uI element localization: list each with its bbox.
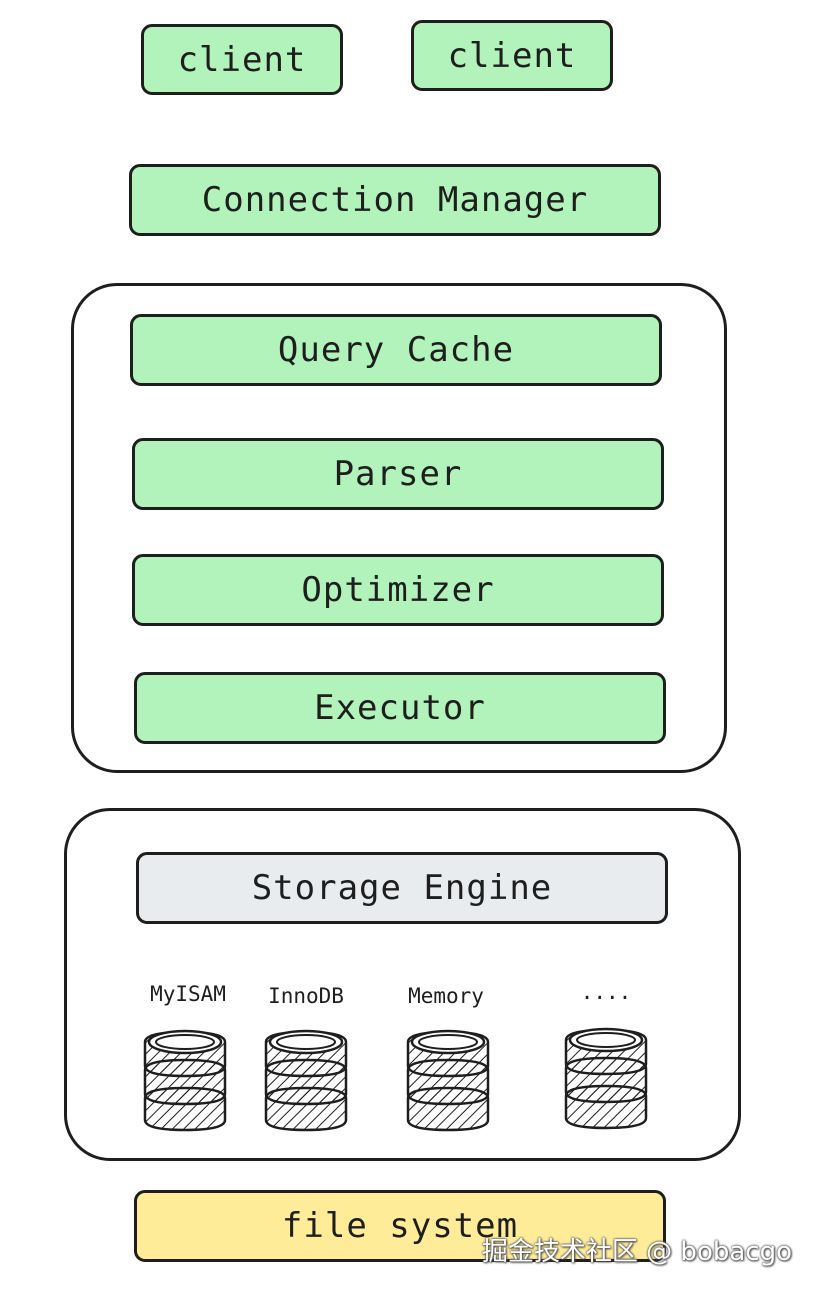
client-box-1: client (141, 24, 343, 95)
file-system-box: file system (134, 1190, 666, 1262)
engine-label-innodb: InnoDB (268, 984, 344, 1008)
optimizer-box: Optimizer (132, 554, 664, 626)
connection-manager-box: Connection Manager (129, 164, 661, 236)
parser-label: Parser (333, 454, 463, 494)
executor-box: Executor (134, 672, 666, 744)
connection-manager-label: Connection Manager (201, 180, 589, 220)
file-system-label: file system (281, 1206, 519, 1246)
memory-database-icon (406, 1029, 490, 1132)
watermark: 掘金技术社区 @ bobacgo (481, 1237, 792, 1267)
optimizer-label: Optimizer (301, 570, 495, 610)
query-cache-box: Query Cache (130, 314, 662, 386)
client-box-2: client (411, 20, 613, 91)
more-database-icon (564, 1027, 648, 1130)
storage-engine-label: Storage Engine (251, 868, 553, 908)
engine-label-more: .... (580, 980, 632, 1004)
executor-label: Executor (314, 688, 486, 728)
engine-label-myisam: MyISAM (150, 982, 226, 1006)
client-label: client (177, 39, 307, 80)
innodb-database-icon (264, 1029, 348, 1132)
server-layer-group (71, 283, 727, 773)
query-cache-label: Query Cache (277, 330, 515, 370)
engine-label-memory: Memory (408, 984, 484, 1008)
storage-engine-box: Storage Engine (136, 852, 668, 924)
storage-layer-group (64, 808, 741, 1161)
client-label: client (447, 35, 577, 76)
myisam-database-icon (143, 1029, 227, 1132)
parser-box: Parser (132, 438, 664, 510)
